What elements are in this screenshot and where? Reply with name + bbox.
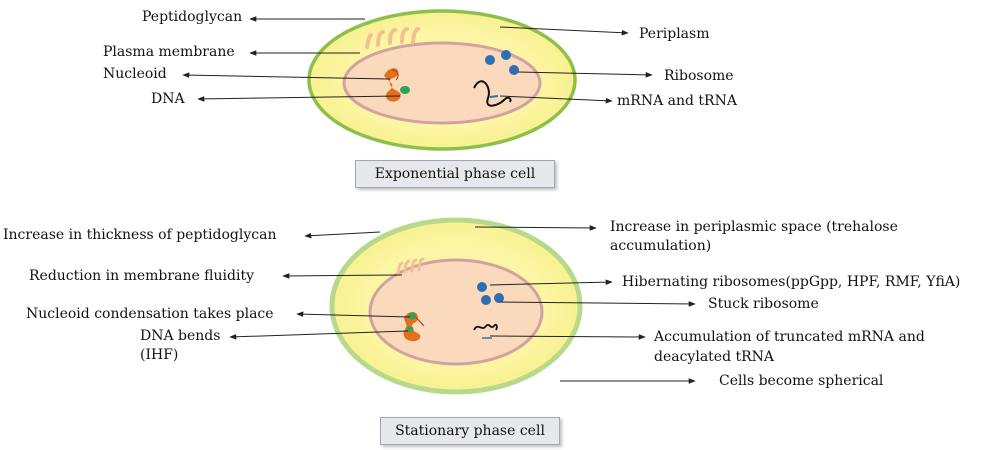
label-periplasm-increase-1: Increase in periplasmic space (trehalose <box>610 219 898 235</box>
stationary-cell <box>329 217 583 395</box>
label-cells-spherical: Cells become spherical <box>719 373 884 389</box>
label-peptidoglycan-thickness: Increase in thickness of peptidoglycan <box>3 227 277 243</box>
exp-ribosome-2 <box>501 50 511 60</box>
stat-ribosome-3 <box>494 293 504 303</box>
exp-nucleoid <box>384 68 410 102</box>
stat-mrna <box>473 323 498 331</box>
label-periplasm-increase-2: accumulation) <box>610 238 712 254</box>
label-peptidoglycan: Peptidoglycan <box>142 9 243 25</box>
label-hibernating-ribosomes: Hibernating ribosomes(ppGpp, HPF, RMF, Y… <box>622 274 961 290</box>
exp-pili <box>365 27 420 49</box>
label-stuck-ribosome: Stuck ribosome <box>708 296 819 312</box>
stat-leader-lines <box>229 225 696 384</box>
label-ribosome: Ribosome <box>664 68 734 84</box>
stat-dna-protein-2 <box>406 326 414 332</box>
stat-ribosome-1 <box>477 282 487 292</box>
label-plasma-membrane: Plasma membrane <box>103 44 235 60</box>
label-nucleoid-condensation: Nucleoid condensation takes place <box>26 306 274 322</box>
label-ihf: (IHF) <box>140 347 179 363</box>
exp-leader-lines <box>182 16 653 104</box>
label-truncated-mrna-1: Accumulation of truncated mRNA and <box>654 329 925 345</box>
stat-ribosomes <box>477 282 504 305</box>
caption-stationary: Stationary phase cell <box>380 417 560 445</box>
label-mrna-trna: mRNA and tRNA <box>617 93 737 109</box>
label-dna-bends: DNA bends <box>140 328 221 344</box>
stat-ribosome-2 <box>481 295 491 305</box>
stat-nucleoid <box>403 312 425 342</box>
exp-ribosome-1 <box>485 55 495 65</box>
label-truncated-mrna-2: deacylated tRNA <box>654 349 775 365</box>
label-dna: DNA <box>151 91 185 107</box>
exp-dna-protein <box>400 86 410 94</box>
exponential-cell <box>307 9 577 151</box>
stat-inner-membrane <box>368 258 544 366</box>
stat-pili <box>396 257 425 276</box>
stat-dna-protein-1 <box>408 312 416 320</box>
exp-ribosome-3 <box>509 65 519 75</box>
exp-ribosomes <box>485 50 519 75</box>
label-membrane-fluidity: Reduction in membrane fluidity <box>29 268 254 284</box>
caption-exponential: Exponential phase cell <box>355 160 555 188</box>
label-periplasm: Periplasm <box>639 26 710 42</box>
label-nucleoid: Nucleoid <box>103 66 167 82</box>
exp-mrna <box>473 80 512 107</box>
exp-trna <box>489 95 499 98</box>
